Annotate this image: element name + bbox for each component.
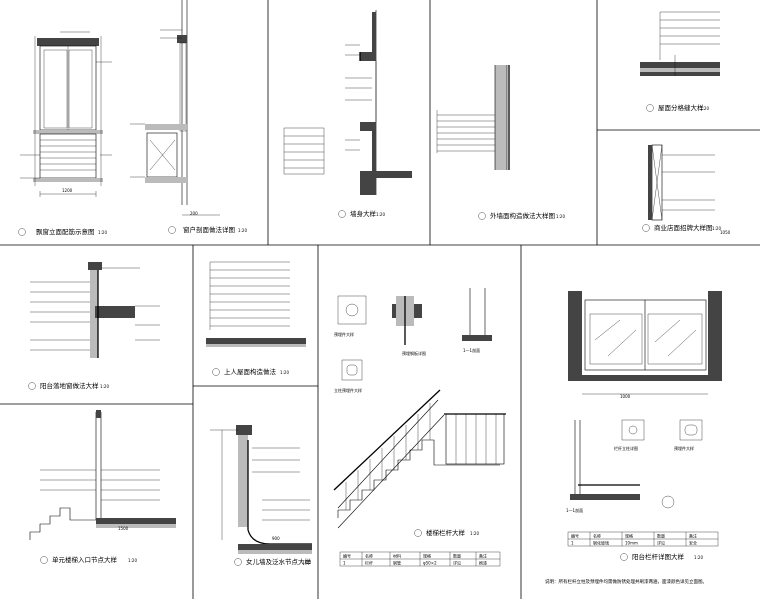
- panel-scale: 1:20: [280, 370, 289, 375]
- panel-scale: 1:20: [238, 228, 247, 233]
- table-header: 名称: [593, 533, 601, 539]
- table-header: 材料: [393, 553, 401, 559]
- table-header: 规格: [423, 553, 431, 559]
- section-label: 1—1剖面: [566, 507, 583, 513]
- table-cell: φ50×2: [423, 561, 437, 566]
- table-cell: 1: [571, 541, 574, 546]
- detail-label: 栏杆立柱详图: [614, 445, 638, 451]
- panel-title: 外墙面构造做法大样图: [490, 211, 555, 220]
- table-cell: 栏杆: [365, 560, 373, 566]
- table-cell: 详见: [453, 560, 461, 566]
- footnote: 说明：所有栏杆立柱及预埋件均需做防锈处理并刷漆两遍，面漆颜色详见立面图。: [545, 578, 707, 585]
- panel-title: 女儿墙及泛水节点大样: [246, 557, 312, 566]
- panel-title: 窗户剖面做法详图: [183, 225, 235, 234]
- table-cell: 安全: [689, 540, 697, 546]
- panel-scale: 1:20: [302, 560, 311, 565]
- panel-title: 阳台落地窗做法大样: [40, 381, 99, 390]
- panel-balcony-railing: 1000 1—1剖面 栏杆立柱详图 预埋件大样 编号 名称 规格 数量 备注 1…: [545, 291, 722, 585]
- panel-scale: 1:20: [376, 212, 385, 217]
- dimension-label: 1050: [720, 230, 731, 235]
- table-header: 编号: [571, 533, 579, 539]
- panel-wall-section: 墙身大样 1:20: [283, 10, 412, 218]
- panel-scale: 1:20: [700, 106, 709, 111]
- panel-scale: 1:20: [98, 230, 107, 235]
- dimension-label: 1500: [118, 526, 129, 531]
- dimension-label: 1000: [620, 394, 631, 399]
- panel-title: 楼梯栏杆大样: [426, 528, 466, 537]
- detail-label: 预埋钢板详图: [402, 350, 426, 356]
- table-cell: 刷漆: [479, 560, 487, 566]
- panel-balcony-window: 阳台落地窗做法大样 1:20: [28, 262, 160, 390]
- panel-title: 飘窗立面配筋示意图: [36, 227, 95, 236]
- panel-title: 屋面分格缝大样: [658, 103, 704, 112]
- table-cell: 钢化玻璃: [593, 540, 609, 546]
- dimension-label: 200: [190, 211, 198, 216]
- panel-title: 单元楼梯入口节点大样: [52, 555, 118, 564]
- table-header: 数量: [453, 553, 461, 559]
- detail-label: 预埋件大样: [674, 445, 694, 451]
- dimension-label: 900: [272, 536, 280, 541]
- panel-title: 阳台栏杆详图大样: [632, 552, 685, 561]
- panel-scale: 1:20: [556, 214, 565, 219]
- table-header: 规格: [625, 533, 633, 539]
- table-header: 编号: [343, 553, 351, 559]
- section-label: 1—1剖面: [463, 347, 480, 353]
- panel-bay-window-elevation: 飘窗立面配筋示意图 1:20: [18, 31, 112, 236]
- table-header: 数量: [657, 533, 665, 539]
- panel-scale: 1:20: [470, 531, 479, 536]
- panel-title: 墙身大样: [350, 209, 377, 218]
- panel-roof-construction: 上人屋面构造做法 1:20: [206, 261, 306, 376]
- panel-scale: 1:20: [694, 555, 703, 560]
- panel-scale: 1:20: [100, 384, 109, 389]
- table-header: 名称: [365, 553, 373, 559]
- detail-label: 预埋件大样: [334, 331, 354, 337]
- panel-scale: 1:20: [128, 558, 137, 563]
- table-cell: 10mm: [625, 541, 638, 546]
- panel-window-section: 窗户剖面做法详图 1:20: [130, 0, 247, 234]
- dimension-label: 1200: [62, 188, 73, 193]
- panel-stair-railing: 预埋件大样 立柱预埋件大样 预埋钢板详图 1—1剖面: [333, 288, 506, 567]
- panel-scale: 1:20: [712, 226, 721, 231]
- panel-roof-joint: 屋面分格缝大样 1:20: [640, 11, 720, 112]
- table-cell: 1: [343, 561, 346, 566]
- panel-title: 上人屋面构造做法: [224, 367, 277, 376]
- panel-shop-sign: 商业店面招牌大样图 1:20: [642, 144, 721, 232]
- table-header: 备注: [479, 553, 487, 559]
- panel-parapet: 女儿墙及泛水节点大样 1:20: [210, 425, 312, 566]
- detail-label: 立柱预埋件大样: [334, 387, 362, 393]
- table-cell: 详见: [657, 540, 665, 546]
- panel-exterior-wall: 外墙面构造做法大样图 1:20: [436, 65, 565, 220]
- table-cell: 钢管: [393, 560, 401, 566]
- table-header: 备注: [689, 533, 697, 539]
- panel-title: 商业店面招牌大样图: [654, 223, 713, 232]
- panel-stair-entrance: 单元楼梯入口节点大样 1:20: [29, 410, 176, 564]
